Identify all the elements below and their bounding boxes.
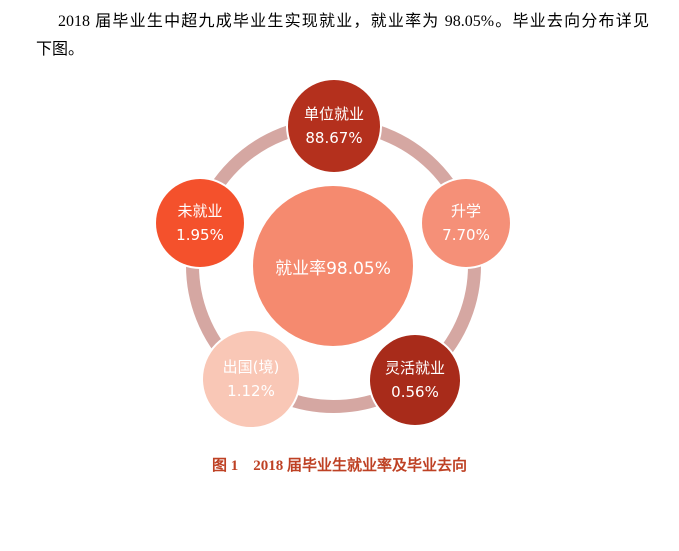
figure-caption: 图 1 2018 届毕业生就业率及毕业去向 [211,458,467,474]
node-further-study: 升学 7.70% [422,179,510,267]
node-label: 灵活就业 [384,359,445,377]
center-circle-employment-rate: 就业率98.05% [253,186,413,346]
paragraph-line-1: 2018 届毕业生中超九成毕业生实现就业，就业率为 98.05%。毕业去向分布详… [58,13,649,30]
node-unemployed: 未就业 1.95% [156,179,244,267]
center-circle-label: 就业率98.05% [275,258,391,279]
node-unit-employment: 单位就业 88.67% [288,80,380,172]
node-label: 升学 [450,202,481,220]
node-flexible-employment: 灵活就业 0.56% [370,335,460,425]
intro-paragraph: 2018 届毕业生中超九成毕业生实现就业，就业率为 98.05%。毕业去向分布详… [36,8,649,64]
node-value: 0.56% [391,383,439,401]
paragraph-line-2: 下图。 [36,41,85,58]
node-label: 出国(境) [222,358,280,376]
node-value: 88.67% [305,129,363,147]
node-label: 未就业 [177,202,223,220]
employment-figure: 就业率98.05% 单位就业 88.67% 升学 7.70% 灵活就业 0.56… [0,70,679,474]
node-label: 单位就业 [303,105,364,123]
node-study-abroad: 出国(境) 1.12% [203,331,299,427]
node-value: 7.70% [442,226,490,244]
node-value: 1.12% [227,382,275,400]
node-value: 1.95% [176,226,224,244]
